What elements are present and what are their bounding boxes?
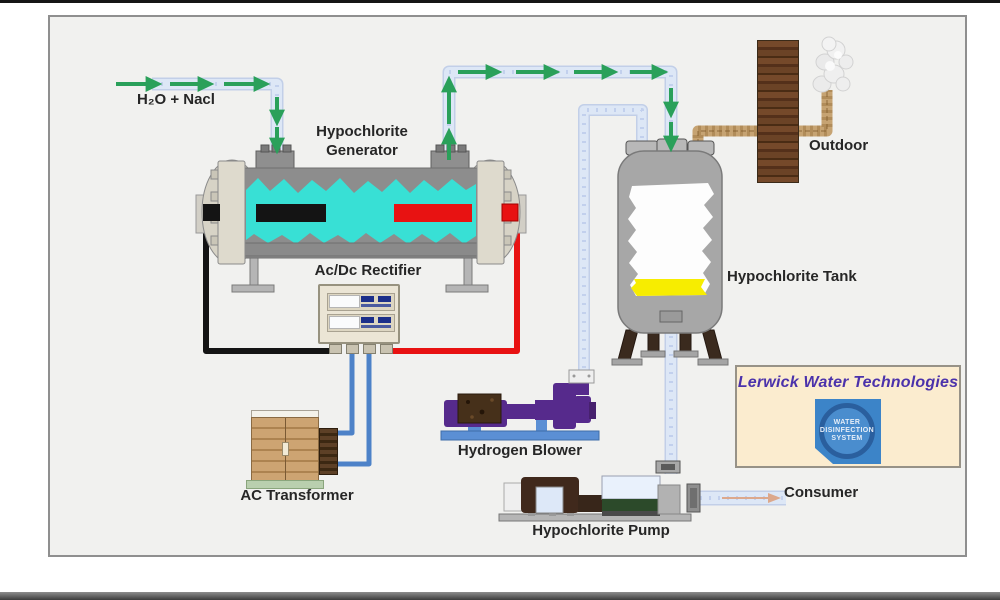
anode-electrode: [394, 204, 472, 222]
rectifier-button: [378, 317, 391, 323]
blower-inlet-flange: [568, 369, 595, 384]
outdoor-wall: [757, 40, 799, 183]
ac-transformer-cabinet: [251, 417, 319, 482]
bottom-border-bar: [0, 592, 1000, 600]
hydrogen-blower-figure: [440, 369, 600, 441]
flow-arrows: [116, 64, 679, 160]
generator-label: Hypochlorite Generator: [316, 123, 408, 159]
logo-text-line: WATER: [833, 419, 861, 426]
consumer-label: Consumer: [784, 484, 859, 501]
tank-label: Hypochlorite Tank: [727, 268, 857, 285]
hypochlorite-tank-figure: [611, 138, 729, 366]
transformer-base: [246, 480, 324, 489]
transformer-label: AC Transformer: [240, 487, 354, 504]
cabinet-handle: [282, 442, 289, 456]
ac-wire-2: [338, 347, 372, 467]
ac-wire-1: [338, 347, 355, 436]
smoke-plume: [812, 36, 854, 93]
transformer-terminal-block: [319, 428, 338, 475]
rectifier-terminal: [346, 344, 359, 354]
rectifier-display: [329, 316, 360, 329]
rectifier-panel-row: [327, 293, 395, 311]
ac-dc-rectifier: [318, 284, 400, 354]
rectifier-label: Ac/Dc Rectifier: [314, 262, 422, 279]
top-border-bar: [0, 0, 1000, 3]
negative-terminal: [203, 204, 220, 221]
feed-label: H₂O + Nacl: [137, 91, 215, 108]
rectifier-terminal: [380, 344, 393, 354]
pump-label: Hypochlorite Pump: [532, 522, 670, 539]
positive-terminal: [501, 203, 519, 222]
logo-text-line: DISINFECTION: [819, 427, 875, 434]
tank-outlet: [659, 310, 683, 323]
hypochlorite-generator-figure: [195, 144, 527, 293]
electrolyte-liquid: [246, 178, 476, 244]
logo-text-line: SYSTEM: [831, 435, 863, 442]
logo-ribbon-notch: [815, 448, 833, 464]
rectifier-button: [361, 296, 374, 302]
logo-circle: WATER DISINFECTION SYSTEM: [819, 403, 875, 459]
rectifier-indicator: [361, 325, 391, 328]
rectifier-panel-row: [327, 314, 395, 332]
company-logo: WATER DISINFECTION SYSTEM: [815, 399, 881, 464]
company-name: Lerwick Water Technologies: [737, 374, 959, 391]
branding-panel: Lerwick Water Technologies WATER DISINFE…: [735, 365, 961, 468]
rectifier-display: [329, 295, 360, 308]
rectifier-terminal: [363, 344, 376, 354]
rectifier-button: [361, 317, 374, 323]
outdoor-label: Outdoor: [809, 137, 869, 154]
blower-label: Hydrogen Blower: [457, 442, 583, 459]
rectifier-indicator: [361, 304, 391, 307]
rectifier-button: [378, 296, 391, 302]
hypochlorite-layer: [631, 279, 707, 296]
rectifier-terminal: [329, 344, 342, 354]
consumer-arrow: [722, 493, 781, 503]
hypochlorite-pump-figure: [498, 460, 701, 522]
cathode-electrode: [256, 204, 326, 222]
tank-liquid: [628, 183, 714, 296]
